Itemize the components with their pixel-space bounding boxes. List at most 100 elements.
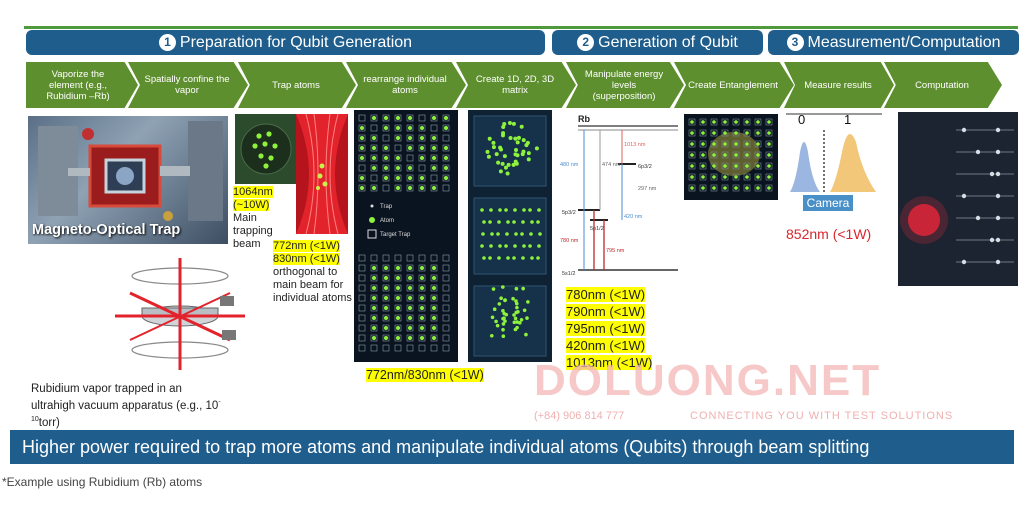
- trap-site: [406, 134, 414, 142]
- atom-dot: [701, 131, 705, 135]
- atom-dot: [501, 322, 506, 326]
- trap-site: [382, 334, 390, 342]
- trap-site: [430, 254, 438, 262]
- atom-dot: [396, 126, 400, 130]
- atom-dot: [767, 131, 771, 135]
- trap-site: [699, 184, 707, 192]
- atom-dot: [734, 142, 738, 146]
- atom-dot: [372, 166, 376, 170]
- trap-site: [418, 284, 426, 292]
- stage-measurement: 3 Measurement/Computation: [768, 30, 1019, 55]
- atom-dot: [432, 156, 436, 160]
- transition-420: 420 nm: [624, 214, 643, 220]
- atom-dot: [384, 156, 388, 160]
- atom-dot: [501, 308, 505, 313]
- atom-dot: [521, 138, 526, 143]
- atom-dot: [712, 175, 716, 179]
- atom-dot: [514, 286, 519, 291]
- atom-dot: [505, 232, 509, 236]
- atom-dot: [519, 124, 524, 129]
- atom-dot: [372, 286, 376, 290]
- atom-dot: [496, 160, 501, 165]
- atom-dot: [528, 208, 532, 212]
- atom-dot: [408, 276, 412, 280]
- atom-dot: [524, 332, 528, 337]
- trap-site: [370, 134, 378, 142]
- trap-site: [743, 184, 751, 192]
- step-confine: Spatially confine the vapor: [128, 62, 248, 108]
- atom-dot: [756, 131, 760, 135]
- trap-site: [732, 118, 740, 126]
- vapor-caption: Rubidium vapor trapped in an ultrahigh v…: [31, 382, 221, 430]
- trap-site: [710, 140, 718, 148]
- vapor-caption-exponent: -10: [31, 399, 221, 423]
- atom-dot: [712, 186, 716, 190]
- atom-dot: [508, 136, 513, 141]
- atom-dot: [432, 146, 436, 150]
- energy-levels-graphic: Rb 480 nm 474 nm 1013 nm 297 nm 420 nm 7…: [560, 114, 678, 277]
- atom-dot: [444, 126, 448, 130]
- atom-dot: [372, 326, 376, 330]
- atom-dot: [396, 116, 400, 120]
- atom-dot: [360, 126, 364, 130]
- trap-site: [382, 164, 390, 172]
- atom-dot: [961, 259, 967, 265]
- atom-dot: [396, 306, 400, 310]
- atom-dot: [408, 336, 412, 340]
- atom-dot: [734, 131, 738, 135]
- trap-site: [358, 274, 366, 282]
- trap-site: [743, 129, 751, 137]
- step-matrix: Create 1D, 2D, 3D matrix: [456, 62, 576, 108]
- trap-site: [418, 134, 426, 142]
- atom-dot: [396, 176, 400, 180]
- trap-site: [732, 162, 740, 170]
- atom-dot: [734, 153, 738, 157]
- atom-dot: [495, 323, 500, 328]
- atom-dot: [701, 164, 705, 168]
- trap-site: [743, 140, 751, 148]
- atom-dot: [384, 286, 388, 290]
- trap-site: [418, 334, 426, 342]
- atom-dot: [514, 232, 518, 236]
- atom-dot: [961, 127, 967, 133]
- trap-site: [394, 334, 402, 342]
- atom-dot: [995, 259, 1001, 265]
- atom-dot: [995, 127, 1001, 133]
- atom-dot: [420, 296, 424, 300]
- trap-site: [406, 274, 414, 282]
- rearrange-beam-label: 772nm/830nm (<1W): [366, 368, 484, 382]
- trap-site: [370, 124, 378, 132]
- orthogonal-beam-label: orthogonal to main beam for individual a…: [273, 266, 352, 304]
- atom-dot: [701, 120, 705, 124]
- trap-site: [382, 294, 390, 302]
- atom-dot: [701, 142, 705, 146]
- atom-dot: [745, 164, 749, 168]
- atom-dot: [444, 156, 448, 160]
- atom-dot: [408, 116, 412, 120]
- watermark-phone: (+84) 906 814 777: [534, 410, 625, 422]
- atom-dot: [384, 116, 388, 120]
- manip-beam-1013: 1013nm (<1W): [566, 355, 653, 370]
- atom-dot: [494, 319, 498, 324]
- atom-dot: [491, 145, 496, 150]
- rearrange-grid-graphic: Trap Atom Target Trap: [358, 114, 450, 352]
- trap-site: [732, 173, 740, 181]
- trap-site: [442, 314, 450, 322]
- atom-dot: [499, 296, 503, 301]
- atom-dot: [408, 266, 412, 270]
- trap-site: [406, 334, 414, 342]
- atom-dot: [723, 131, 727, 135]
- atom-dot: [444, 116, 448, 120]
- atom-dot: [503, 165, 508, 170]
- atom-dot: [480, 208, 484, 212]
- trap-site: [370, 264, 378, 272]
- stage-number: 1: [158, 34, 176, 51]
- trap-site: [688, 140, 696, 148]
- atom-dot: [690, 186, 694, 190]
- atom-dot: [734, 175, 738, 179]
- atom-dot: [480, 244, 484, 248]
- trap-site: [442, 264, 450, 272]
- atom-dot: [529, 232, 533, 236]
- trap-site: [418, 324, 426, 332]
- atom-dot: [502, 316, 506, 320]
